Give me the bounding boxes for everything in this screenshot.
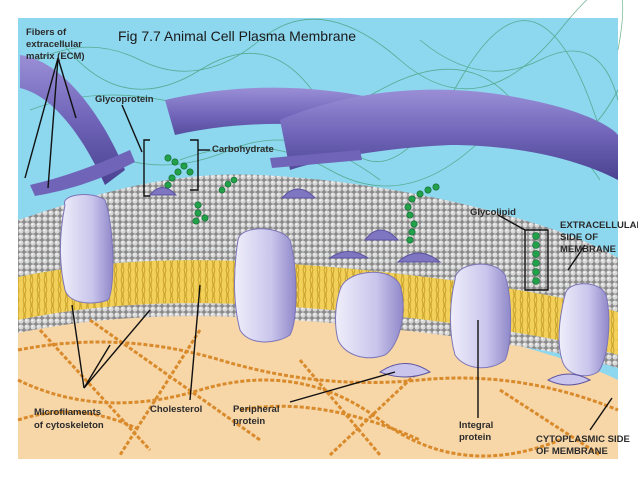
label-microfilaments-1: Microfilaments (34, 407, 101, 418)
label-extracellular-1: EXTRACELLULAR (560, 220, 638, 231)
label-microfilaments-2: of cytoskeleton (34, 420, 104, 431)
label-integral-1: Integral (459, 420, 493, 431)
figure-title: Fig 7.7 Animal Cell Plasma Membrane (118, 28, 356, 44)
label-peripheral-1: Peripheral (233, 404, 279, 415)
label-glycolipid: Glycolipid (470, 207, 516, 218)
peripheral-proteins (148, 187, 592, 386)
ecm-fibers (20, 55, 618, 196)
label-ecm-2: extracellular (26, 39, 82, 50)
label-cholesterol: Cholesterol (150, 404, 202, 415)
label-peripheral-2: protein (233, 416, 265, 427)
label-cytoplasmic-2: OF MEMBRANE (536, 446, 608, 457)
carbohydrate-chains (164, 154, 540, 285)
label-extracellular-2: SIDE OF (560, 232, 598, 243)
cytoplasm-area (18, 276, 618, 459)
integral-proteins (60, 194, 610, 377)
label-ecm-3: matrix (ECM) (26, 51, 85, 62)
label-integral-2: protein (459, 432, 491, 443)
label-cytoplasmic-1: CYTOPLASMIC SIDE (536, 434, 630, 445)
microfilaments (17, 318, 619, 458)
leader-lines (24, 57, 613, 431)
label-extracellular-3: MEMBRANE (560, 244, 616, 255)
label-carbohydrate: Carbohydrate (212, 144, 274, 155)
label-ecm-1: Fibers of (26, 27, 67, 38)
label-glycoprotein: Glycoprotein (95, 94, 154, 105)
